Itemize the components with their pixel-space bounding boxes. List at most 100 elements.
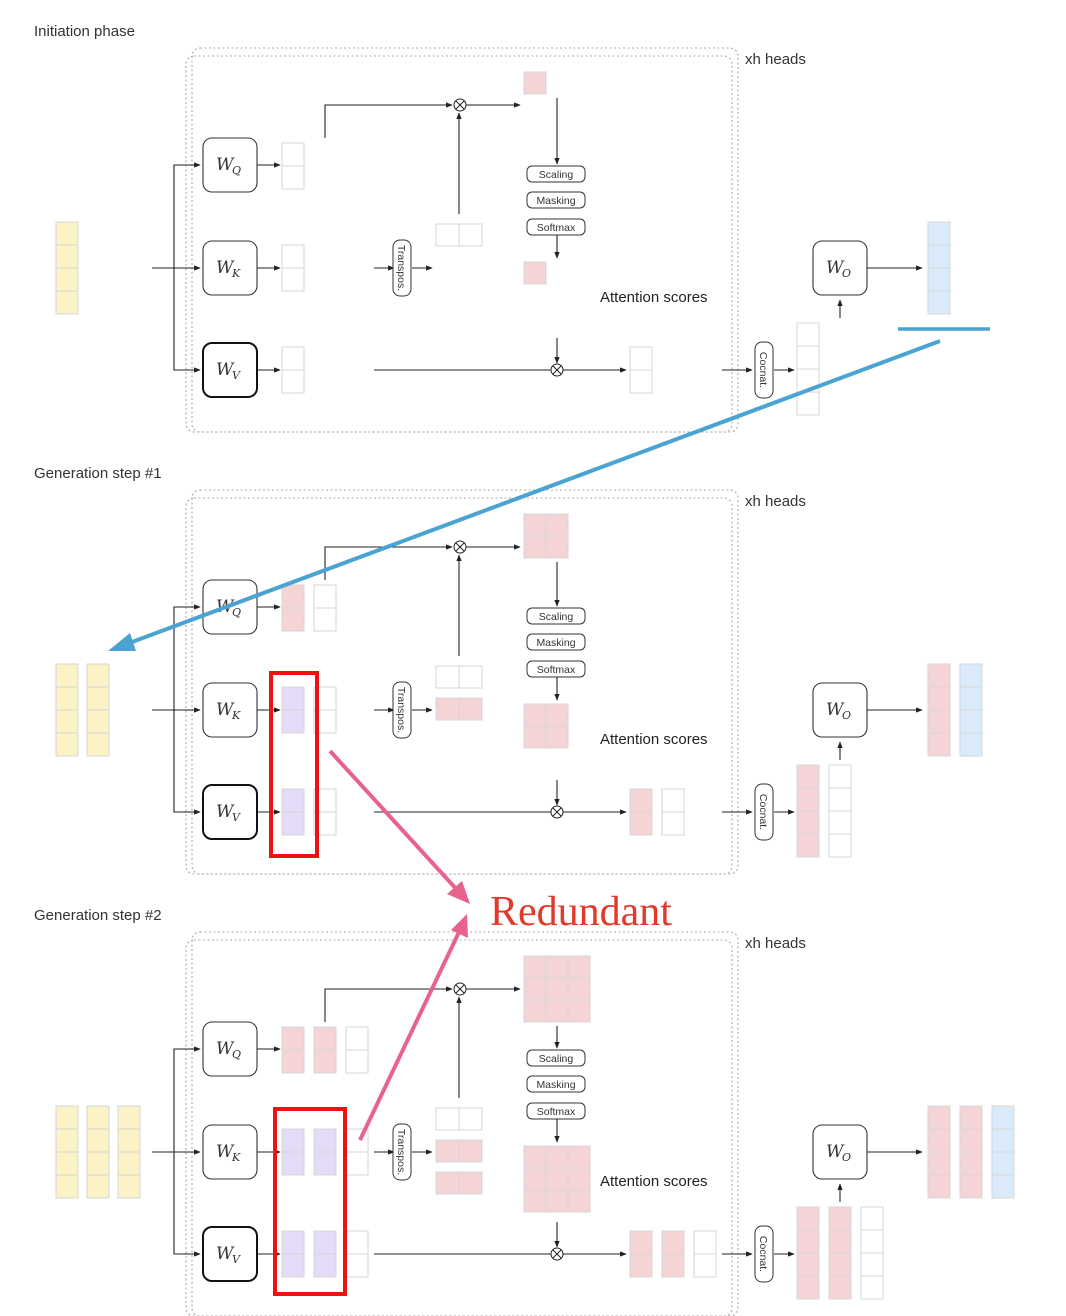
weight-matrix-v: WV	[202, 784, 258, 840]
key-transposed-row	[435, 697, 483, 721]
input-token-column	[86, 663, 110, 757]
matrix-cell	[991, 1174, 1015, 1199]
op-box	[754, 341, 774, 399]
weight-matrix-v: WV	[202, 1226, 258, 1282]
multiply-icon	[453, 540, 467, 554]
heads-stack-frame	[191, 47, 739, 433]
matrix-cell	[629, 1230, 653, 1255]
matrix-cell	[281, 267, 305, 292]
matrix-cell	[55, 1128, 79, 1153]
matrix-cell	[860, 1229, 884, 1254]
phase-title: Initiation phase	[34, 23, 135, 40]
weight-symbol: W	[216, 1244, 235, 1264]
weight-symbol: W	[216, 155, 235, 175]
op-label: Scaling	[539, 611, 574, 623]
op-label: Cocnat.	[757, 1236, 769, 1272]
matrix-cell	[927, 290, 951, 315]
op-box	[526, 218, 586, 236]
key-transposed-row	[435, 223, 483, 247]
matrix-cell	[927, 663, 951, 688]
head-output-vector	[629, 346, 653, 394]
matrix-cell	[567, 955, 591, 979]
matrix-cell	[860, 1252, 884, 1277]
v-cached-vector	[281, 788, 305, 836]
k-new-vector	[345, 1128, 369, 1176]
input-token-column	[55, 1105, 79, 1199]
weight-symbol: W	[826, 700, 845, 720]
matrix-cell	[523, 977, 547, 1001]
matrix-cell	[959, 732, 983, 757]
matrix-cell	[567, 977, 591, 1001]
matrix-cell	[345, 1049, 369, 1074]
matrix-cell	[927, 267, 951, 292]
key-transposed-row	[435, 1107, 483, 1131]
matrix-cell	[523, 261, 547, 285]
matrix-cell	[313, 584, 337, 609]
op-label: Scaling	[539, 1053, 574, 1065]
scaling-op: Scaling	[526, 165, 586, 183]
matrix-cell	[313, 1128, 337, 1153]
matrix-cell	[567, 999, 591, 1023]
matrix-cell	[281, 607, 305, 632]
matrix-cell	[629, 811, 653, 836]
matrix-cell	[523, 1167, 547, 1191]
matrix-cell	[86, 686, 110, 711]
matrix-cell	[55, 290, 79, 315]
matrix-cell	[281, 369, 305, 394]
op-label: Softmax	[537, 222, 576, 234]
redundant-arrows	[328, 749, 470, 1141]
op-label: Transpos.	[395, 1129, 407, 1175]
op-label: Scaling	[539, 169, 574, 181]
matrix-cell	[796, 787, 820, 812]
matrix-cell	[435, 1139, 460, 1163]
matrix-cell	[567, 1145, 591, 1169]
matrix-cell	[435, 1171, 460, 1195]
matrix-cell	[567, 1167, 591, 1191]
matrix-cell	[313, 1049, 337, 1074]
matrix-cell	[545, 513, 569, 537]
matrix-cell	[693, 1230, 717, 1255]
op-box	[526, 191, 586, 209]
weight-matrix-q: WQ	[202, 1021, 258, 1077]
matrix-cell	[281, 788, 305, 813]
matrix-cell	[796, 345, 820, 370]
matrix-cell	[281, 811, 305, 836]
matrix-cell	[86, 1105, 110, 1130]
matrix-cell	[117, 1128, 141, 1153]
connector	[324, 102, 453, 138]
matrix-cell	[281, 244, 305, 269]
matrix-cell	[796, 1229, 820, 1254]
matrix-cell	[629, 788, 653, 813]
weight-subscript: Q	[232, 606, 241, 619]
transpose-op: Transpos.	[392, 1123, 412, 1181]
op-box	[526, 165, 586, 183]
matrix-cell	[313, 1026, 337, 1051]
weight-symbol: W	[216, 700, 235, 720]
op-label: Transpos.	[395, 687, 407, 733]
matrix-cell	[796, 1252, 820, 1277]
input-token-column	[117, 1105, 141, 1199]
matrix-cell	[86, 1151, 110, 1176]
weight-subscript: O	[842, 1151, 851, 1164]
op-label: Masking	[536, 1079, 575, 1091]
softmax-matrix	[523, 703, 569, 749]
softmax-matrix	[523, 1145, 591, 1213]
weight-matrix-v: WV	[202, 342, 258, 398]
matrix-cell	[55, 686, 79, 711]
matrix-cell	[55, 1174, 79, 1199]
output-token-column	[927, 663, 951, 757]
matrix-cell	[281, 1230, 305, 1255]
matrix-cell	[345, 1230, 369, 1255]
kv-cache-highlight-step1	[269, 671, 319, 858]
attention-matrix	[523, 71, 547, 95]
matrix-cell	[796, 810, 820, 835]
matrix-cell	[281, 1253, 305, 1278]
softmax-op: Softmax	[526, 1102, 586, 1120]
weight-matrix-k: WK	[202, 682, 258, 738]
concat-column	[796, 1206, 820, 1300]
q-new-vector	[313, 584, 337, 632]
head-output-vector	[693, 1230, 717, 1278]
k-cached-vector	[281, 686, 305, 734]
